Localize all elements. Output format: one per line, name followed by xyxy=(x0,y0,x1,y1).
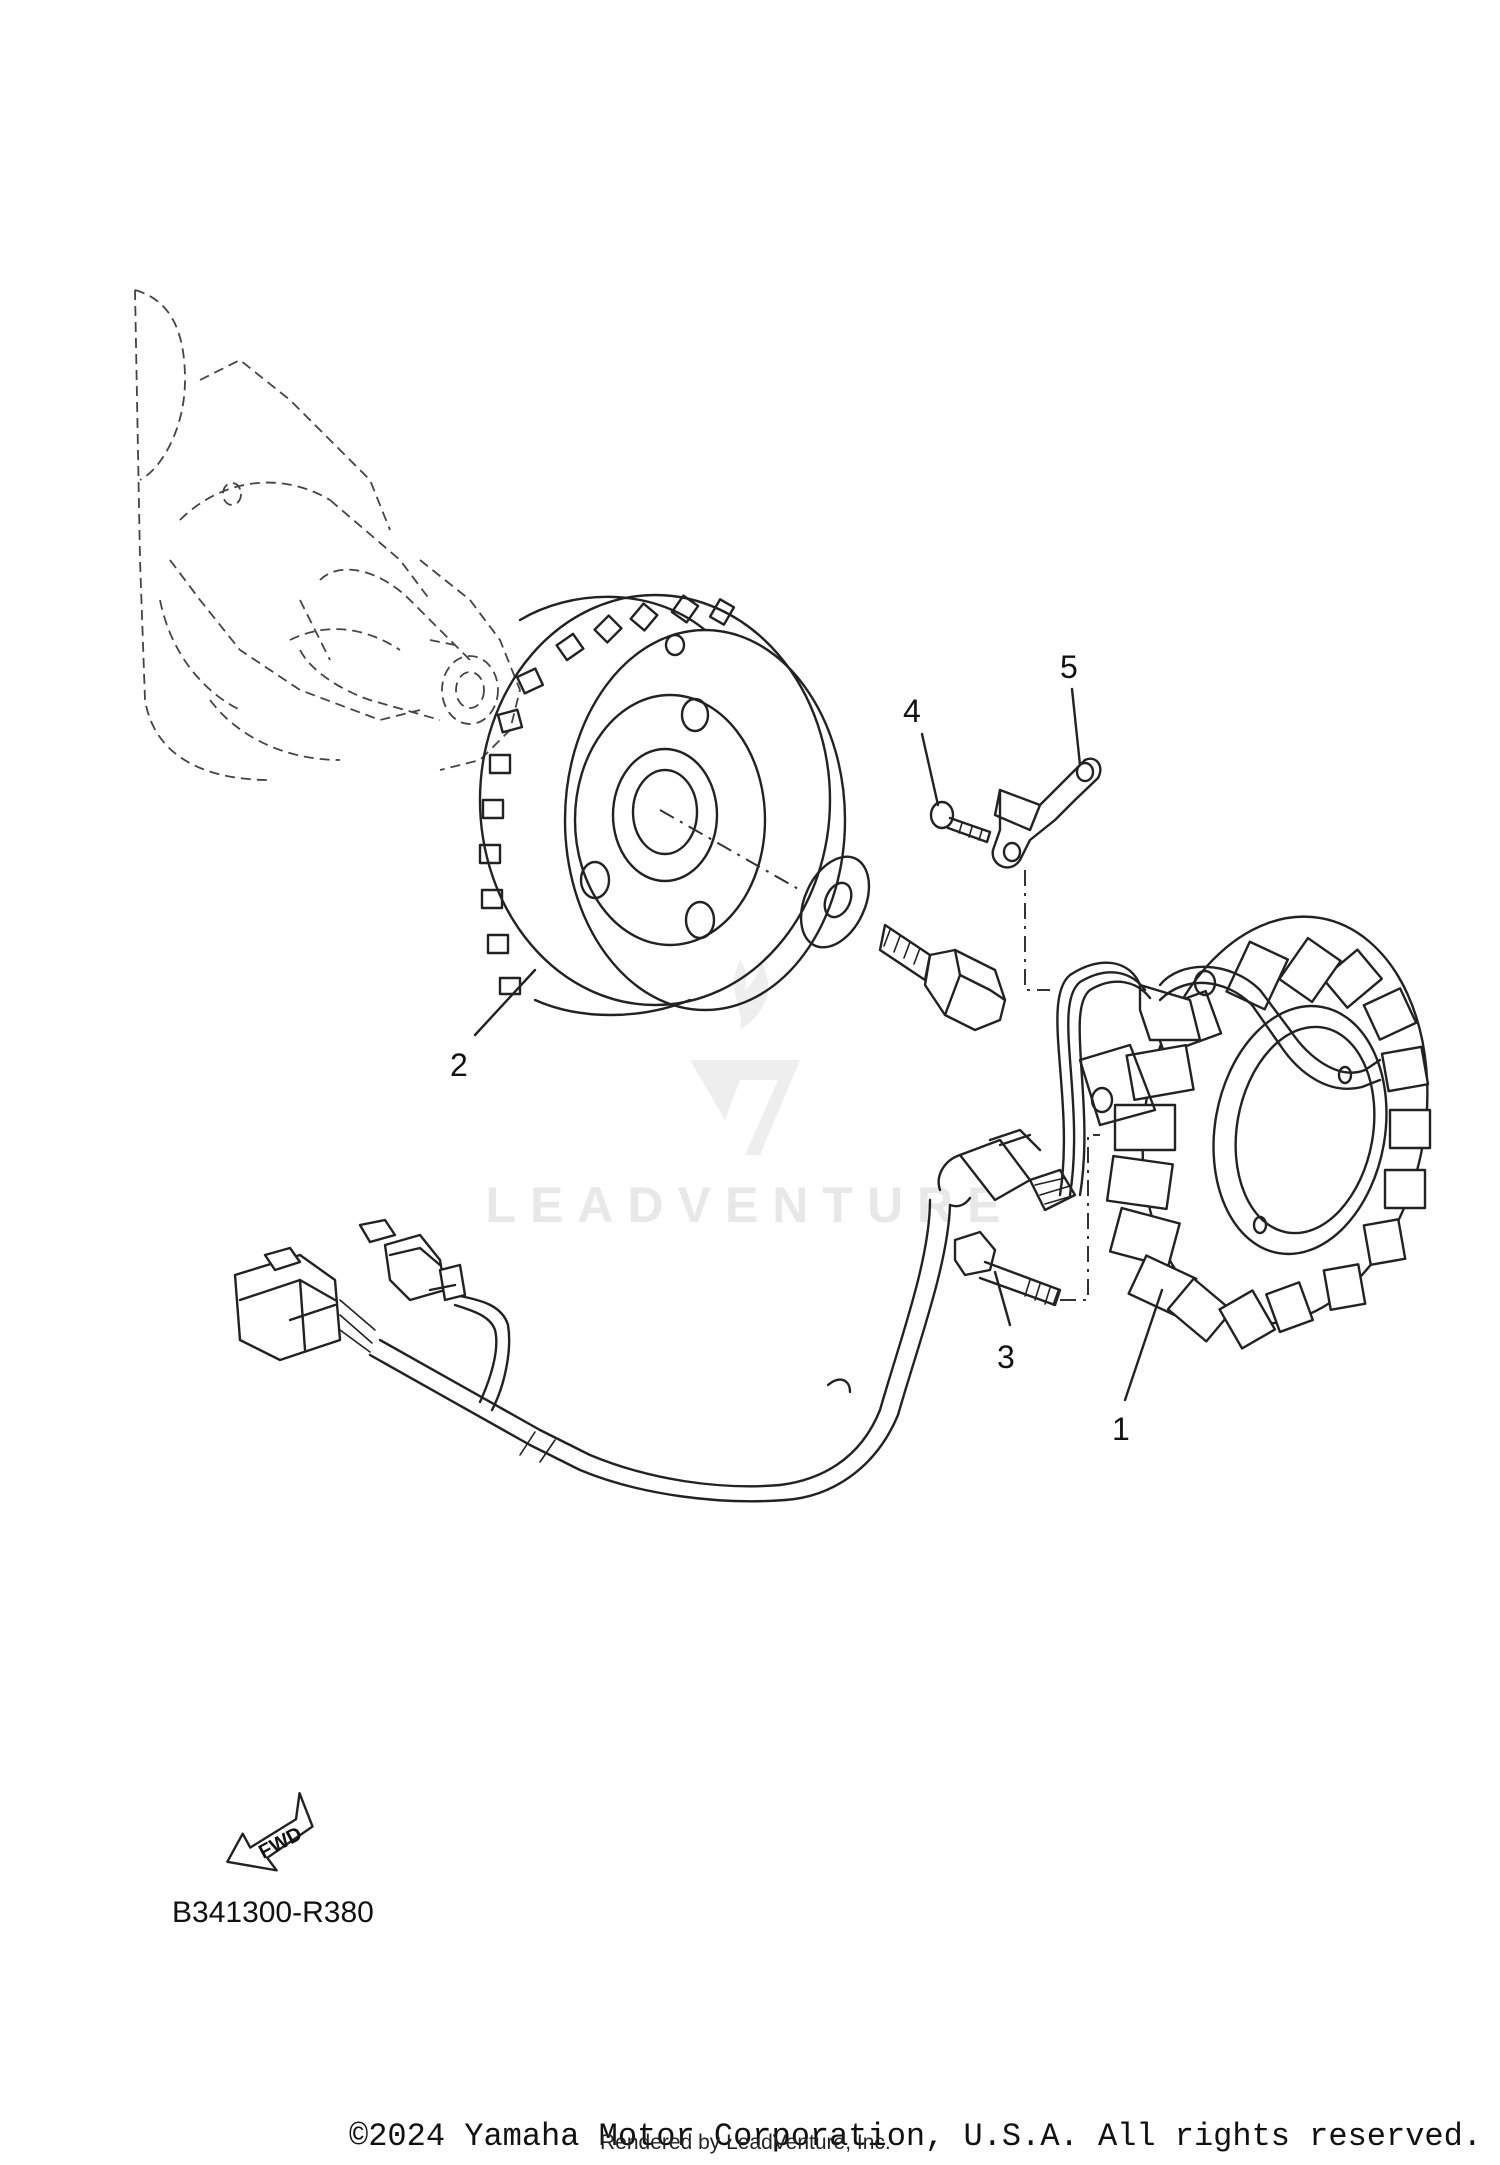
stator-assembly xyxy=(1078,915,1432,1350)
watermark-text: LEADVENTURE xyxy=(485,1177,1014,1233)
leader-line-4 xyxy=(920,732,940,807)
wire-clamp-bracket xyxy=(991,757,1102,869)
leadventure-watermark: LEADVENTURE xyxy=(485,960,1014,1233)
assembly-centerline xyxy=(659,809,801,891)
screw-alignment-line xyxy=(1060,1134,1100,1301)
leader-line-3 xyxy=(993,1270,1012,1327)
leader-line-1 xyxy=(1123,1288,1164,1402)
callout-2: 2 xyxy=(450,1047,468,1083)
crankshaft-taper-end xyxy=(299,568,499,725)
stator-wire-harness xyxy=(368,961,1382,1503)
crankshaft xyxy=(134,289,521,781)
fwd-arrow-icon: FWD xyxy=(226,1792,314,1872)
leader-line-2 xyxy=(473,968,537,1037)
rendered-by-notice: Rendered by LeadVenture, Inc. xyxy=(600,2131,891,2154)
leader-line-5 xyxy=(1070,687,1082,767)
callout-4: 4 xyxy=(903,693,921,729)
copyright-notice: ©2024 Yamaha Motor Corporation, U.S.A. A… xyxy=(349,2118,1482,2155)
diagram-code: B341300-R380 xyxy=(172,1896,374,1929)
rotor-bolt xyxy=(878,923,1007,1032)
bracket-screw xyxy=(929,800,992,844)
callout-3: 3 xyxy=(997,1339,1015,1375)
washer xyxy=(799,855,871,949)
coupler-small xyxy=(358,1218,467,1302)
callout-1: 1 xyxy=(1112,1411,1130,1447)
bracket-alignment-line xyxy=(1024,870,1050,991)
stator-screw xyxy=(953,1230,1062,1307)
coupler-large xyxy=(233,1246,376,1362)
callout-5: 5 xyxy=(1060,649,1078,685)
flywheel-rotor xyxy=(478,593,847,1017)
